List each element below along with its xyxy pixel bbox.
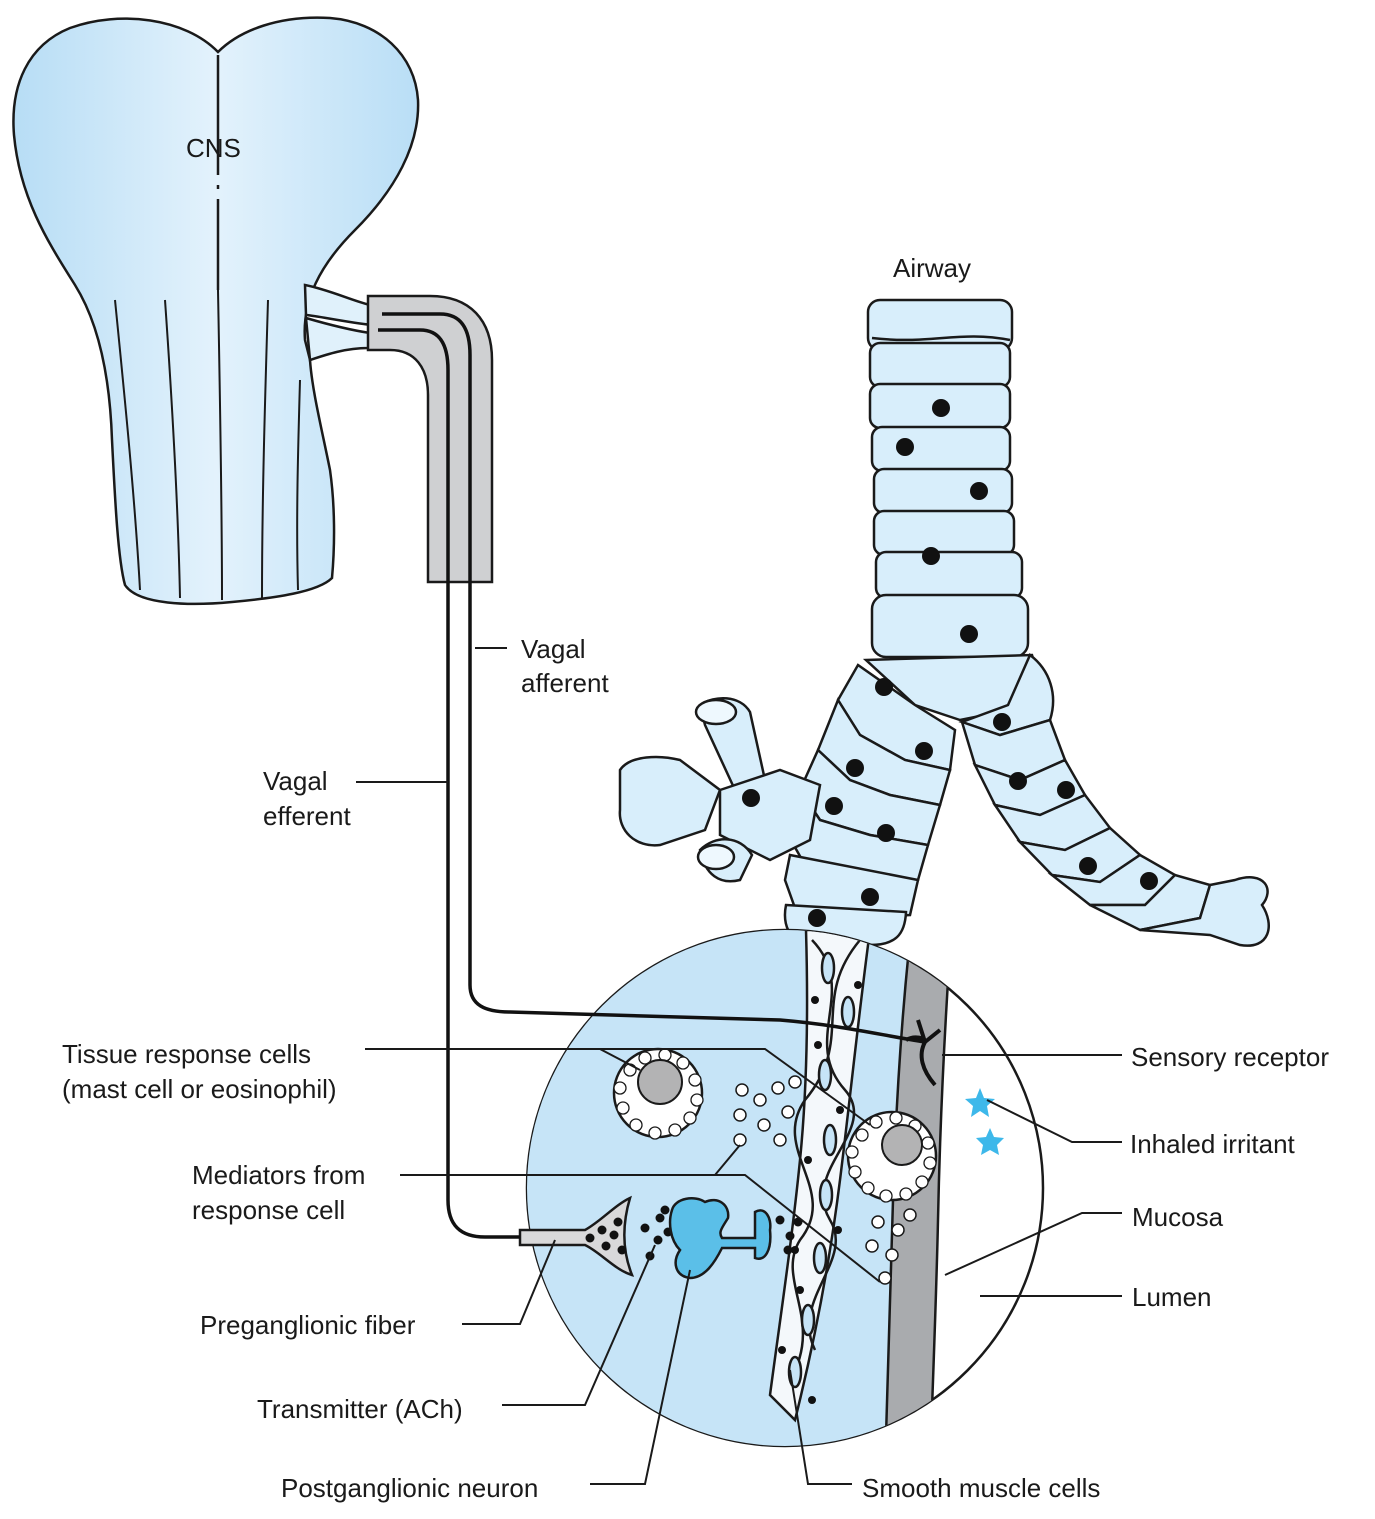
preganglionic-terminal [518,1195,635,1277]
leader-lines [356,647,1122,1485]
tissue-response-cell-left [612,1047,704,1140]
nerve-roots [303,283,374,362]
vagal-afferent-fiber [382,312,926,1044]
label-tissue-response-2: (mast cell or eosinophil) [62,1074,337,1104]
label-mediators-2: response cell [192,1195,345,1225]
label-preganglionic-fiber: Preganglionic fiber [200,1310,416,1340]
label-transmitter: Transmitter (ACh) [257,1394,463,1424]
label-lumen: Lumen [1132,1282,1212,1312]
vagal-efferent-fiber [378,328,520,1239]
label-mucosa: Mucosa [1132,1202,1224,1232]
airway-tree [618,298,1270,947]
label-smooth-muscle-cells: Smooth muscle cells [862,1473,1100,1503]
label-sensory-receptor: Sensory receptor [1131,1042,1329,1072]
label-vagal-afferent-2: afferent [521,668,609,698]
muscle-nuclei [778,981,862,1404]
smooth-muscle-strand [768,930,872,1423]
label-cns: CNS [186,133,241,163]
label-postganglionic-neuron: Postganglionic neuron [281,1473,538,1503]
label-airway: Airway [893,253,971,283]
label-tissue-response-1: Tissue response cells [62,1039,311,1069]
label-vagal-efferent-2: efferent [263,801,351,831]
brainstem-tracts [114,289,301,601]
mediator-granules [733,1075,917,1285]
airway-gland-dots [742,399,1158,927]
label-inhaled-irritant: Inhaled irritant [1130,1129,1296,1159]
label-mediators-1: Mediators from [192,1160,365,1190]
label-vagal-afferent-1: Vagal [521,634,586,664]
tissue-response-cell-right [845,1110,938,1203]
vagal-fibers [378,312,926,1239]
magnified-tissue-view [518,928,1045,1448]
cns-brainstem [12,16,420,606]
inhaled-irritant-stars [965,1088,1004,1155]
vagus-nerve-sheath [366,294,494,584]
label-vagal-efferent-1: Vagal [263,766,328,796]
postganglionic-neuron [668,1197,772,1280]
